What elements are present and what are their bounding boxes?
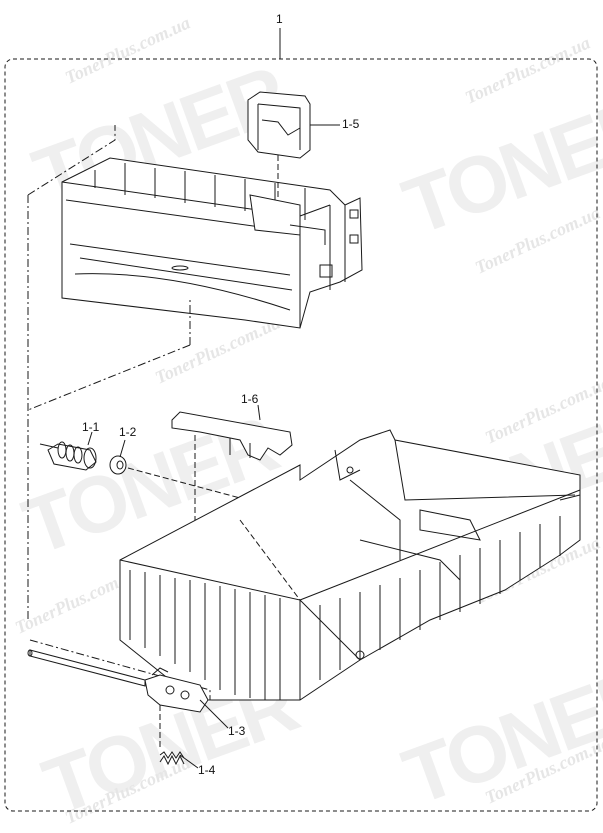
part-1-6-guide: [171, 411, 293, 461]
front-cover-unit: [61, 157, 363, 329]
part-1-3-gear-lever: [144, 667, 209, 713]
callout-1-1: 1-1: [82, 420, 100, 434]
callout-1-4: 1-4: [198, 763, 216, 777]
callout-1-2: 1-2: [119, 425, 137, 439]
paper-tray-body: [119, 429, 581, 701]
assembly-boundary: [4, 58, 598, 812]
part-1-2-roller: [109, 455, 127, 475]
part-1-1-roller-assembly: [39, 441, 97, 471]
drive-shaft: [27, 649, 146, 687]
callout-1-5: 1-5: [342, 117, 360, 131]
callout-1-6: 1-6: [241, 392, 259, 406]
part-1-5-bracket: [247, 91, 311, 200]
callout-1-3: 1-3: [228, 724, 246, 738]
assembly-callout-label: 1: [276, 12, 283, 26]
part-1-4-spring: [159, 751, 185, 766]
